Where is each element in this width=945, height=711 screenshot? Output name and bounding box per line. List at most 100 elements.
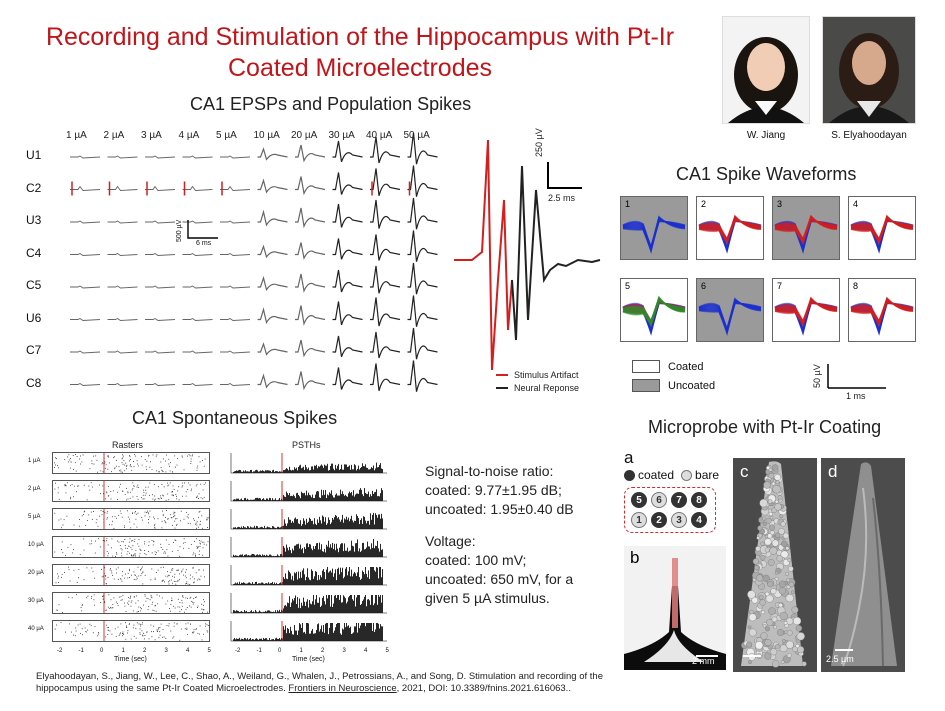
raster-spike xyxy=(99,546,101,548)
psth-bar xyxy=(290,573,291,585)
raster-spike xyxy=(206,519,208,521)
raster-spike xyxy=(165,471,167,473)
raster-spike xyxy=(194,578,195,580)
raster-spike xyxy=(121,541,123,543)
raster-spike xyxy=(121,458,123,460)
epsp-trace xyxy=(295,339,326,358)
psth-bar xyxy=(248,526,249,529)
psth-bar xyxy=(262,527,263,529)
psth-bar xyxy=(319,542,320,557)
spike-waveform-overlay xyxy=(698,297,762,336)
raster-spike xyxy=(187,455,188,457)
raster-spike xyxy=(167,571,168,573)
raster-spike xyxy=(192,601,193,603)
raster-spike xyxy=(203,483,205,485)
psth-bar xyxy=(300,464,301,473)
psth-bar xyxy=(267,555,268,557)
raster-spike xyxy=(115,460,117,461)
psth-bar xyxy=(252,499,253,501)
psth-bar xyxy=(376,623,377,641)
raster-spike xyxy=(128,603,129,605)
psth-bar xyxy=(324,601,325,613)
raster-spike xyxy=(125,638,127,640)
psth-bar xyxy=(355,573,356,585)
psth-bar xyxy=(240,639,241,641)
psth-bar xyxy=(297,492,298,501)
psth-bar xyxy=(322,495,323,501)
psth-bar xyxy=(341,464,342,473)
spike-waveform-overlay xyxy=(850,296,914,336)
psth-bar xyxy=(327,523,328,529)
surface-nodule xyxy=(782,532,789,539)
psth-bar xyxy=(359,524,360,529)
raster-spike xyxy=(162,458,164,460)
reference-journal-link[interactable]: Frontiers in Neuroscience xyxy=(288,683,397,694)
surface-nodule xyxy=(769,530,775,536)
psth-bar xyxy=(263,638,264,641)
surface-nodule xyxy=(765,591,770,597)
raster-spike xyxy=(87,595,89,597)
raster-spike xyxy=(185,571,186,573)
psth-bar xyxy=(296,493,297,501)
raster-spike xyxy=(157,550,159,552)
raster-spike xyxy=(105,583,107,584)
epsp-channel-label: C2 xyxy=(26,180,42,195)
psth-bar xyxy=(338,495,339,501)
psth-bar xyxy=(241,498,242,501)
raster-spike xyxy=(150,596,152,598)
psth-bar xyxy=(341,634,342,641)
psth-bar xyxy=(363,572,364,585)
raster-spike xyxy=(199,550,200,552)
psth-bar xyxy=(255,555,256,557)
psth-bar xyxy=(243,556,244,557)
raster-spike xyxy=(134,454,135,456)
psth-bar xyxy=(312,628,313,641)
psth-bar xyxy=(263,611,264,613)
raster-spike xyxy=(187,489,189,490)
psth-bar xyxy=(286,544,287,557)
raster-spike xyxy=(198,493,200,495)
raster-spike xyxy=(181,602,183,604)
psth-bar xyxy=(243,612,244,613)
raster-spike xyxy=(136,460,138,462)
psth-bar xyxy=(327,463,328,473)
raster-spike xyxy=(100,602,102,603)
raster-spike xyxy=(207,527,208,528)
psth-bar xyxy=(322,551,323,557)
psth-bar xyxy=(364,488,365,501)
raster-spike xyxy=(129,518,130,520)
raster-spike xyxy=(203,609,205,611)
raster-spike xyxy=(142,571,144,573)
psth-bar xyxy=(336,543,337,557)
psth-bar xyxy=(252,553,253,557)
raster-spike xyxy=(185,577,187,579)
raster-spike xyxy=(111,572,113,574)
surface-nodule xyxy=(755,641,764,650)
psth-bar xyxy=(276,528,277,529)
raster-spike xyxy=(64,459,66,461)
psth-bar xyxy=(372,490,373,501)
psth-bar xyxy=(329,492,330,501)
psth-bar xyxy=(328,495,329,501)
raster-spike xyxy=(129,465,131,467)
psth-bar xyxy=(303,553,304,557)
raster-spike xyxy=(144,594,146,596)
raster-spike xyxy=(122,633,124,635)
psth-bar xyxy=(316,525,317,529)
psth-bar xyxy=(337,465,338,473)
raster-spike xyxy=(133,596,135,598)
psth-bar xyxy=(279,556,280,557)
psth-bar xyxy=(318,575,319,585)
raster-spike xyxy=(166,454,167,456)
raster-spike xyxy=(192,632,194,634)
psth-bar xyxy=(327,494,328,501)
person-portrait-icon xyxy=(723,17,809,123)
psth-bar xyxy=(243,526,244,529)
raster-spike xyxy=(165,516,166,518)
raster-spike xyxy=(61,573,63,575)
psth-bar xyxy=(382,569,383,585)
psth-bar xyxy=(292,634,293,641)
psth-bar xyxy=(371,623,372,641)
raster-spike xyxy=(176,569,178,571)
raster-spike xyxy=(135,627,137,629)
